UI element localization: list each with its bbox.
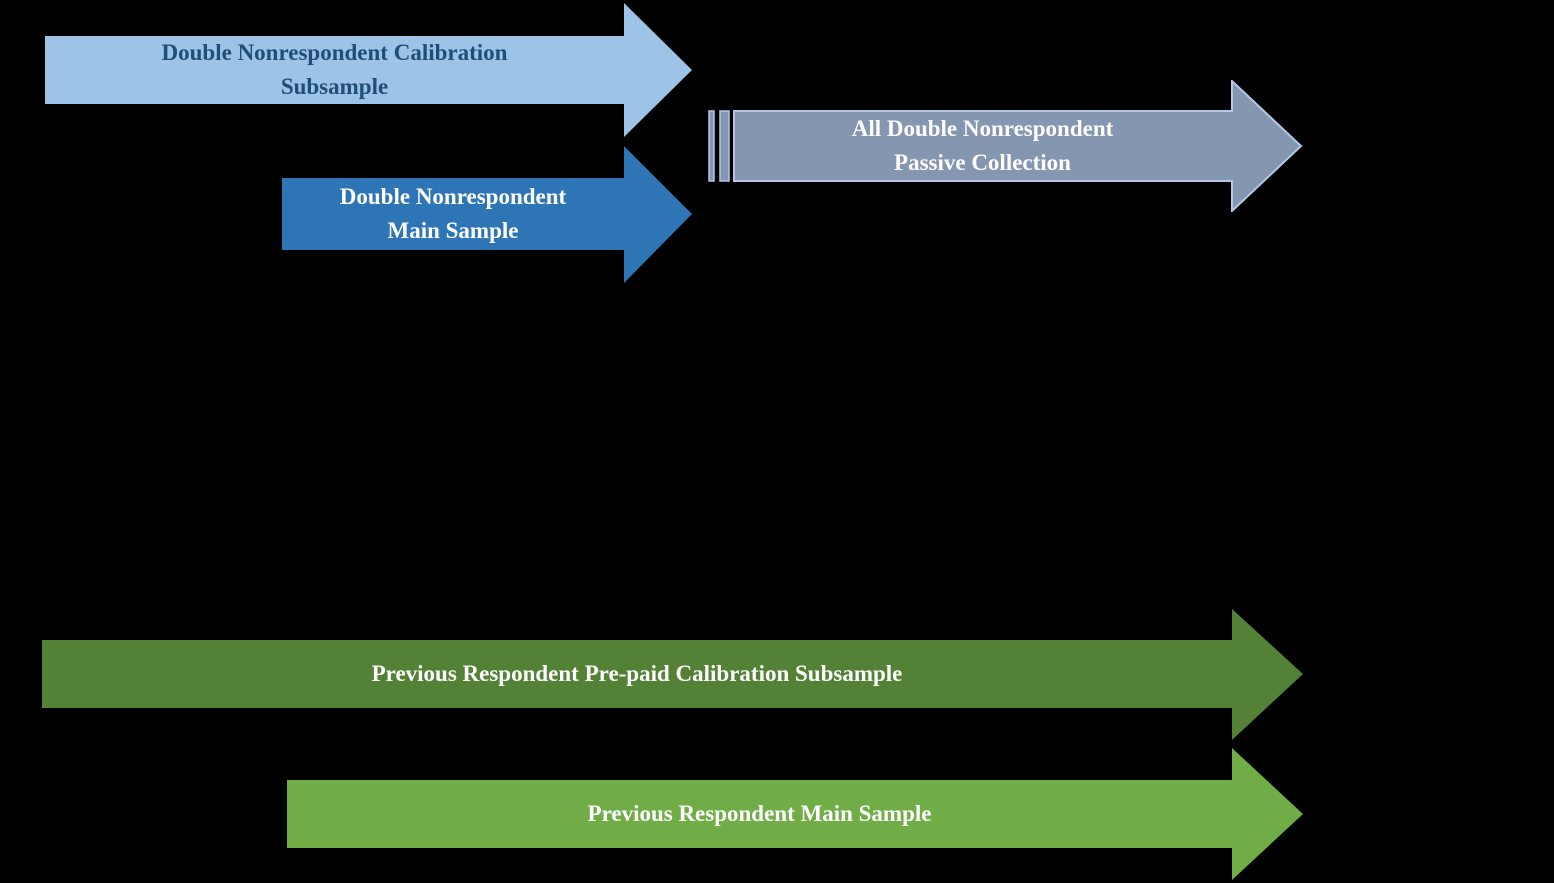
arrow-tick-bar-2	[719, 110, 730, 182]
arrow-dnr-main-sample	[282, 146, 692, 283]
arrow-prev-respondent-prepaid-calibration	[42, 609, 1303, 740]
arrow-shape-all-dnr-passive-collection	[733, 80, 1303, 212]
arrow-prev-respondent-main-sample	[287, 748, 1303, 880]
arrow-shape-prev-respondent-main-sample	[287, 748, 1303, 880]
arrow-shape-dnr-calibration-subsample	[45, 3, 692, 137]
arrow-shape-prev-respondent-prepaid-calibration	[42, 609, 1303, 740]
arrow-all-dnr-passive-collection	[708, 80, 1303, 212]
arrow-shape-dnr-main-sample	[282, 146, 692, 283]
arrow-dnr-calibration-subsample	[45, 3, 692, 137]
arrow-tick-bar-1	[708, 110, 715, 182]
